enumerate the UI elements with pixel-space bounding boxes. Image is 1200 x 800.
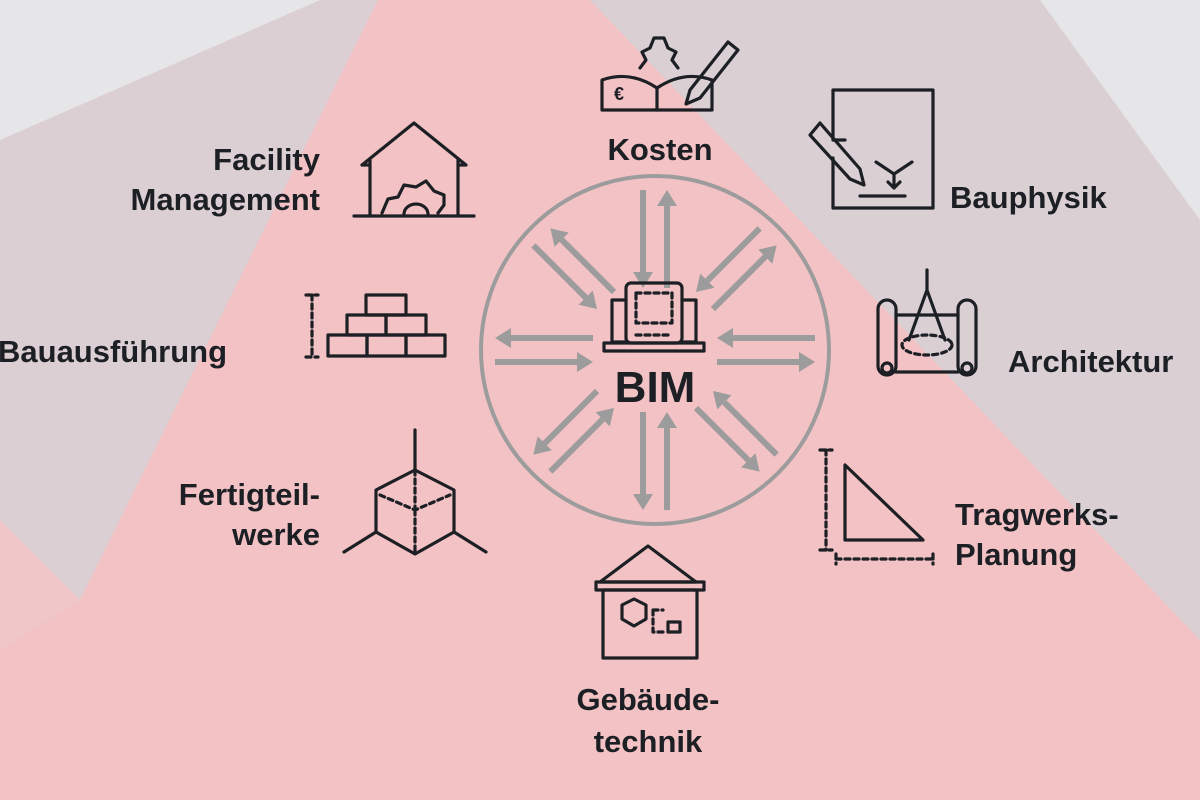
set-square-triangle-icon [818,448,935,566]
label-gebaeude-1: Gebäude- [577,682,720,717]
labels: Kosten Facility Management Bauphysik Bau… [0,132,1173,759]
arrow-outward [550,228,617,295]
center-label: BIM [615,363,696,412]
computer-icon [602,281,706,353]
svg-text:€: € [614,84,624,104]
cube-icon [342,428,488,556]
label-gebaeude-2: technik [594,724,703,759]
label-facility-2: Management [131,182,320,217]
label-fertigteil-1: Fertigteil- [179,477,320,512]
arrow-outward [633,412,653,510]
label-fertigteil-2: werke [231,517,320,552]
arrow-inward [495,352,593,372]
label-kosten: Kosten [607,132,712,167]
tablet-pencil-icon [808,88,935,210]
arrows [495,190,815,510]
arrow-outward [710,245,777,312]
house-systems-icon [594,544,706,660]
arrow-inward [531,243,598,309]
arrow-outward [657,190,677,288]
label-tragwerk-1: Tragwerks- [955,497,1119,532]
arrow-inward [696,226,762,293]
label-facility-1: Facility [213,142,321,177]
arrow-inward [717,328,815,348]
arrow-inward [657,412,677,510]
arrow-inward [712,391,779,457]
brick-wall-icon [304,293,447,359]
arrow-outward [533,388,600,455]
arrow-outward [495,328,593,348]
house-gear-icon [352,121,476,218]
label-architektur: Architektur [1008,344,1173,379]
arrow-outward [693,405,760,472]
blueprint-compass-icon [876,268,978,377]
arrow-outward [717,352,815,372]
arrow-inward [633,190,653,288]
book-gear-pencil-euro-icon: € [600,36,740,112]
label-bauausfuehrung: Bauausführung [0,334,227,369]
label-tragwerk-2: Planung [955,537,1077,572]
label-bauphysik: Bauphysik [950,180,1108,215]
arrow-inward [548,407,614,474]
hub-circle [479,174,831,526]
